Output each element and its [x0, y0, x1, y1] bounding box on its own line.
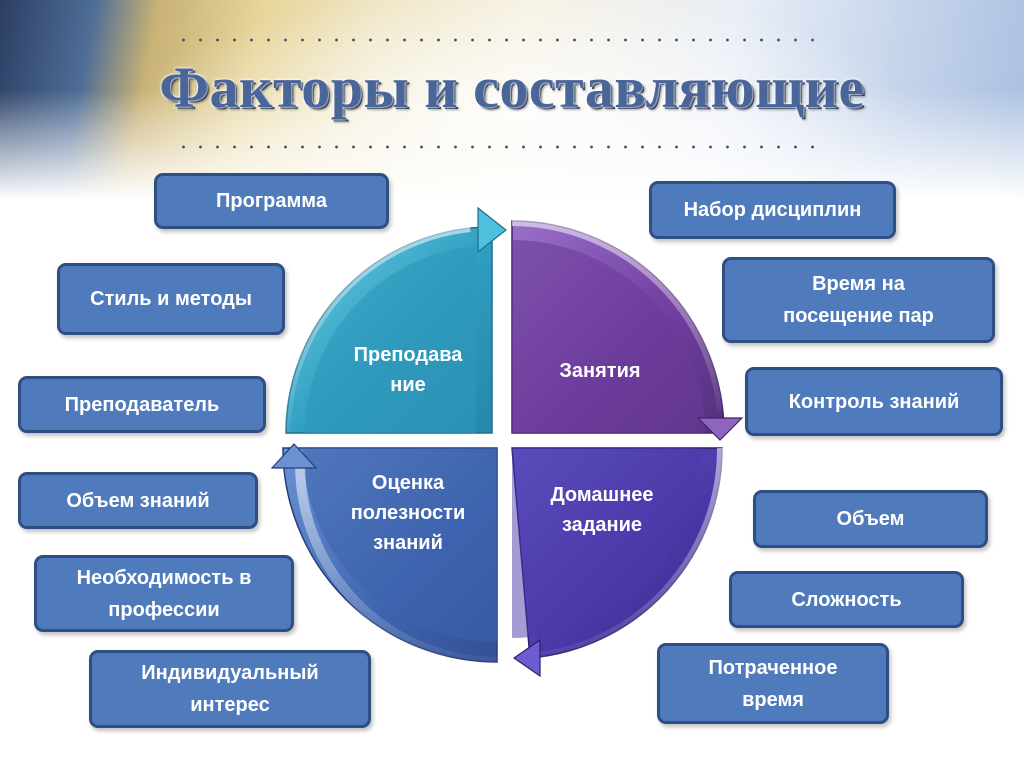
factor-box-class-attendance-time: Время на посещение пар [722, 257, 995, 343]
factor-box-complexity: Сложность [729, 571, 964, 628]
factor-box-teacher: Преподаватель [18, 376, 266, 433]
quadrant-label-lessons: Занятия [530, 356, 670, 386]
factor-box-time-spent: Потраченное время [657, 643, 889, 724]
factor-box-style-methods: Стиль и методы [57, 263, 285, 335]
quadrant-label-teaching: Преподава ние [318, 340, 498, 400]
factor-box-profession-need: Необходимость в профессии [34, 555, 294, 632]
homework-arrow-head [514, 640, 540, 676]
factor-box-volume: Объем [753, 490, 988, 548]
quadrant-label-homework: Домашнее задание [522, 480, 682, 540]
quadrant-lessons [512, 221, 742, 440]
factor-box-knowledge-control: Контроль знаний [745, 367, 1003, 436]
factor-box-discipline-set: Набор дисциплин [649, 181, 896, 239]
quadrant-label-evaluation: Оценка полезности знаний [318, 468, 498, 558]
factor-box-program: Программа [154, 173, 389, 229]
factor-box-individual-interest: Индивидуальный интерес [89, 650, 371, 728]
factor-box-knowledge-volume: Объем знаний [18, 472, 258, 529]
